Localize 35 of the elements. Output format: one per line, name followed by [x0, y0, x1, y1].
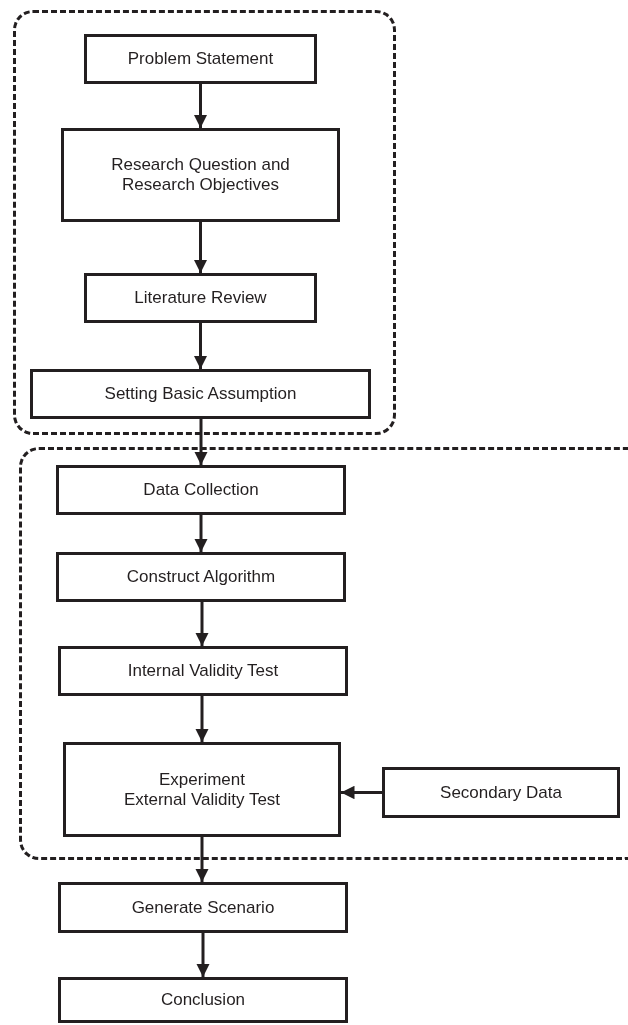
- process-box: [61, 128, 340, 222]
- process-box: [58, 646, 348, 696]
- box-label: Construct Algorithm: [125, 567, 277, 587]
- box-label: Research Question and Research Objectives: [110, 155, 291, 195]
- process-box: [84, 273, 317, 323]
- box-label: Internal Validity Test: [126, 661, 280, 681]
- process-box: [63, 742, 341, 837]
- process-box: [58, 882, 348, 933]
- process-box: [56, 465, 346, 515]
- arrow: [194, 419, 208, 465]
- arrow: [196, 933, 210, 977]
- box-label: Problem Statement: [126, 49, 275, 69]
- box-label: External Validity Test: [122, 789, 282, 810]
- arrow: [195, 602, 209, 646]
- process-box: [30, 369, 371, 419]
- box-label: Setting Basic Assumption: [103, 384, 298, 404]
- box-label: Data Collection: [142, 480, 260, 500]
- process-box: [84, 34, 317, 84]
- box-label: Experiment: [158, 769, 246, 790]
- arrow: [193, 222, 208, 273]
- box-label: Literature Review: [133, 288, 268, 308]
- arrow: [194, 515, 208, 552]
- process-box: [56, 552, 346, 602]
- arrow: [195, 837, 209, 882]
- box-label: Conclusion: [159, 990, 247, 1010]
- process-box: [382, 767, 620, 818]
- box-label: Secondary Data: [439, 782, 563, 803]
- arrow: [193, 323, 208, 369]
- box-label: Generate Scenario: [130, 897, 276, 918]
- dashed-group-frame: [13, 10, 396, 435]
- arrow: [195, 696, 209, 742]
- process-box: [58, 977, 348, 1023]
- dashed-group-frame: [19, 447, 628, 860]
- arrow: [341, 785, 382, 800]
- arrow: [193, 84, 208, 128]
